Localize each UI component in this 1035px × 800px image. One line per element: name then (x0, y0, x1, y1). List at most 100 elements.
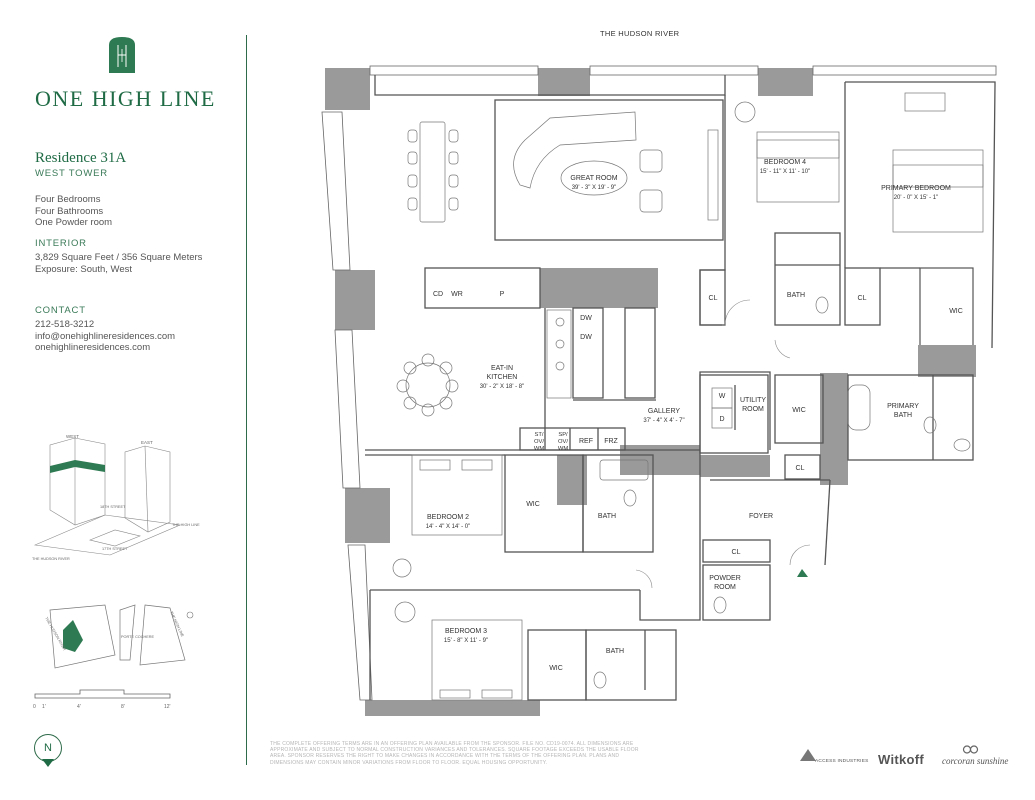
scale-bar: 0 1' 4' 8' 12' (33, 689, 171, 710)
tower-label-west: WEST (66, 434, 79, 439)
street-label: 17TH STREET (102, 547, 128, 551)
room-label-great-room: GREAT ROOM (570, 175, 617, 182)
label-wic: WIC (792, 407, 806, 414)
summary-line: One Powder room (35, 217, 113, 228)
room-label-bedroom3: BEDROOM 3 (445, 628, 487, 635)
access-industries-icon (800, 749, 816, 761)
label-bath: BATH (598, 513, 616, 520)
interior-area: 3,829 Square Feet / 356 Square Meters (35, 252, 203, 263)
scale-label: 4' (77, 704, 81, 710)
wall-column (538, 68, 590, 96)
wall-column (325, 68, 370, 110)
residence-title: Residence 31A (35, 150, 127, 166)
scale-label: 0 (33, 704, 36, 710)
unit-floor-highlight (50, 460, 105, 473)
key-plan-site: THE HUDSON RIVER PORTE COCHERE THE HIGH … (44, 604, 194, 669)
contact-website[interactable]: onehighlineresidences.com (35, 342, 151, 353)
label-dw: DW (580, 334, 592, 341)
river-label: THE HUDSON RIVER (600, 29, 680, 38)
room-label-powder-2: ROOM (714, 584, 736, 591)
room-label-gallery: GALLERY (648, 408, 680, 415)
legal-disclaimer: THE COMPLETE OFFERING TERMS ARE IN AN OF… (270, 741, 639, 766)
primary-bed (892, 149, 984, 233)
entry-marker-icon (797, 569, 808, 577)
street-label: THE HIGH LINE (172, 523, 200, 527)
wic-primary-box (919, 267, 974, 349)
primary-tub (847, 384, 871, 431)
room-label-utility: UTILITY (740, 397, 766, 404)
site-label: PORTE COCHERE (121, 635, 155, 639)
room-dims-bedroom3: 15' - 8" X 11' - 9" (444, 638, 488, 644)
label-wic: WIC (549, 665, 563, 672)
label-pantry: P (500, 291, 505, 298)
label-closet: CL (796, 465, 805, 472)
partner-witkoff: Witkoff (878, 752, 925, 767)
dining-table (419, 121, 446, 223)
wall-south (365, 700, 540, 716)
corcoran-icon (962, 745, 979, 754)
residence-summary: Four Bedrooms Four Bathrooms One Powder … (35, 194, 112, 229)
sidebar-divider (246, 35, 247, 765)
room-dims-primary-bedroom: 20' - 0" X 15' - 1" (894, 195, 939, 201)
label-bath: BATH (606, 648, 624, 655)
street-label: 18TH STREET (100, 505, 126, 509)
street-label: THE HUDSON RIVER (32, 557, 70, 561)
logo-icon (109, 37, 135, 73)
interior-details: 3,829 Square Feet / 356 Square Meters Ex… (35, 252, 202, 275)
room-label-primary-bedroom: PRIMARY BEDROOM (881, 185, 951, 192)
scale-label: 1' (42, 704, 46, 710)
wall-segment (557, 455, 587, 505)
room-label-powder: POWDER (709, 575, 741, 582)
contact-email[interactable]: info@onehighlineresidences.com (35, 330, 176, 342)
room-dims-gallery: 37' - 4" X 4' - 7" (643, 418, 684, 424)
partner-corcoran-sunshine: corcoran sunshine (942, 756, 1009, 766)
scale-label: 12' (164, 704, 171, 710)
unit-site-highlight (63, 620, 83, 652)
room-label-bedroom2: BEDROOM 2 (427, 514, 469, 521)
brand-name: ONE HIGH LINE (35, 86, 216, 111)
label-sp: OV/ (558, 439, 568, 445)
wall-column (345, 488, 390, 543)
label-sp: SP/ (558, 432, 568, 438)
contact-details: 212-518-3212 info@onehighlineresidences.… (35, 319, 175, 354)
room-label-primary-bath: PRIMARY (887, 403, 919, 410)
label-cd: CD (433, 291, 443, 298)
room-label-kitchen: KITCHEN (487, 374, 518, 381)
label-wr: WR (451, 291, 463, 298)
label-dryer: D (719, 416, 724, 423)
scale-label: 8' (121, 704, 125, 710)
tower-label-east: EAST (141, 440, 153, 445)
key-plan-towers: WEST EAST THE HIGH LINE THE HUDSON RIVER… (32, 434, 200, 561)
tower-label: WEST TOWER (35, 168, 108, 179)
sidebar: ONE HIGH LINE Residence 31A WEST TOWER F… (0, 0, 246, 800)
room-label-foyer: FOYER (749, 513, 773, 520)
label-closet: CL (709, 295, 718, 302)
room-label-primary-bath-2: BATH (894, 412, 912, 419)
bedroom4-bed (756, 131, 840, 203)
label-washer: W (719, 393, 726, 400)
label-st: OV/ (534, 439, 544, 445)
room-label-utility-2: ROOM (742, 406, 764, 413)
label-st: ST/ (534, 432, 543, 438)
wall-column (918, 345, 976, 377)
room-label-bedroom4: BEDROOM 4 (764, 159, 806, 166)
label-st: WM (534, 446, 544, 452)
label-dw: DW (580, 315, 592, 322)
partner-access-industries: ACCESS INDUSTRIES (815, 759, 869, 764)
kitchen-table (405, 362, 451, 408)
room-dims-great-room: 39' - 3" X 19' - 9" (572, 185, 617, 191)
room-dims-bedroom4: 15' - 11" X 11' - 10" (760, 169, 810, 175)
room-dims-kitchen: 30' - 2" X 18' - 8" (480, 384, 525, 390)
label-closet: CL (732, 549, 741, 556)
label-bath-b4: BATH (787, 292, 805, 299)
label-ref: REF (579, 438, 593, 445)
label-sp: WM (558, 446, 568, 452)
room-label-eat-in: EAT-IN (491, 365, 513, 372)
wall-segment (700, 455, 770, 477)
interior-heading: INTERIOR (35, 238, 87, 249)
contact-heading: CONTACT (35, 305, 86, 316)
tub (599, 459, 649, 481)
wall-column (335, 270, 375, 330)
contact-phone[interactable]: 212-518-3212 (35, 319, 95, 330)
